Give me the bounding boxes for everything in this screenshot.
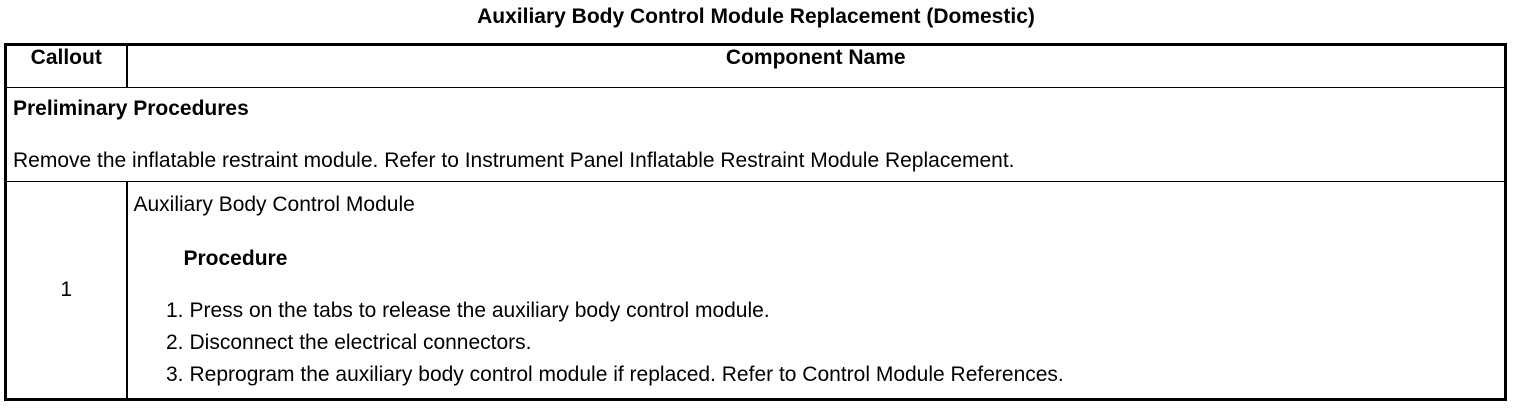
callout-number: 1 [5, 181, 128, 400]
step-number: 1. [165, 299, 184, 322]
table-header-row: Callout Component Name [5, 44, 1506, 88]
procedure-steps: 1. Press on the tabs to release the auxi… [134, 298, 1499, 394]
document-title: Auxiliary Body Control Module Replacemen… [477, 5, 1035, 28]
preliminary-cell: Preliminary Procedures Remove the inflat… [5, 87, 1506, 182]
component-cell: Auxiliary Body Control Module Procedure … [126, 181, 1506, 400]
component-name: Auxiliary Body Control Module [133, 193, 415, 216]
procedure-step: 3. Reprogram the auxiliary body control … [134, 362, 1499, 394]
callout-column-header: Callout [5, 44, 128, 88]
procedure-step: 2. Disconnect the electrical connectors. [134, 330, 1499, 362]
preliminary-row: Preliminary Procedures Remove the inflat… [5, 87, 1506, 182]
procedure-step: 1. Press on the tabs to release the auxi… [134, 298, 1499, 330]
component-name-column-header: Component Name [126, 44, 1506, 88]
step-text: Press on the tabs to release the auxilia… [189, 299, 770, 322]
procedure-heading: Procedure [183, 247, 288, 270]
step-text: Reprogram the auxiliary body control mod… [189, 363, 1064, 386]
step-text: Disconnect the electrical connectors. [189, 331, 532, 354]
procedure-table: Callout Component Name Preliminary Proce… [4, 43, 1507, 401]
table-row: 1 Auxiliary Body Control Module Procedur… [5, 181, 1506, 400]
preliminary-title: Preliminary Procedures [13, 97, 249, 120]
step-number: 2. [165, 331, 184, 354]
step-number: 3. [165, 363, 184, 386]
preliminary-text: Remove the inflatable restraint module. … [13, 149, 1015, 172]
